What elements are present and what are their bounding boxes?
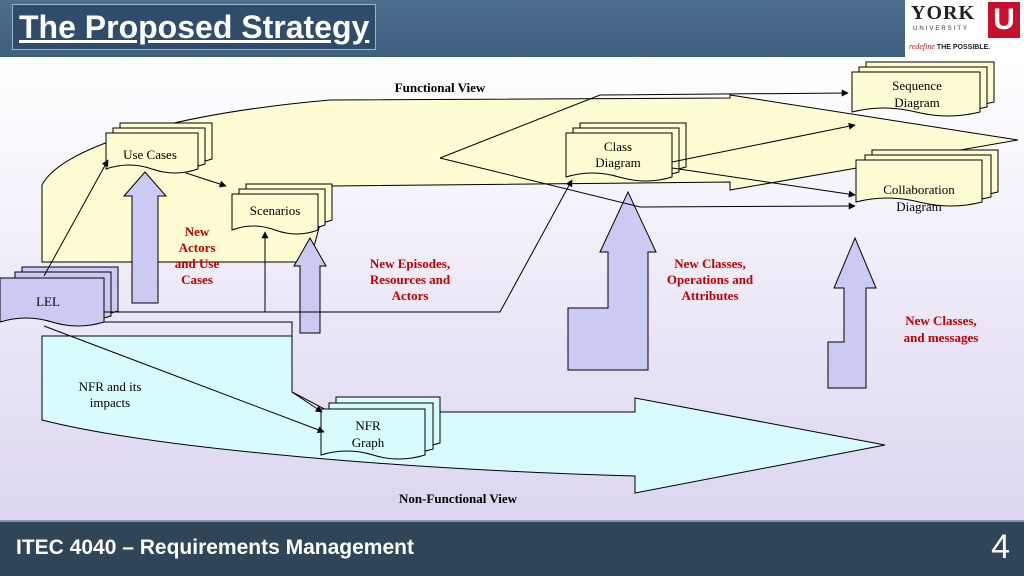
doc-lel: LEL [0,266,119,327]
annotation-new-actors: New Actors and Use Cases [175,224,220,287]
connector-usecases-collaboration [439,157,856,210]
connector-use-cases-scenarios [185,172,227,188]
connector-usecases-sequence [439,89,849,159]
non-functional-view-label: Non-Functional View [399,491,518,506]
logo-tagline: redefine THE POSSIBLE. [909,42,990,51]
connectors [43,89,856,434]
annotation-nfr-impacts-1: NFR and its [79,379,142,394]
logo-university-text: UNIVERSITY [913,26,970,32]
annotation-new-actors-4: Cases [181,272,213,287]
collaboration-diagram-label-2: Diagram [896,199,941,214]
block-arrow-class-diagram [567,190,657,371]
doc-collaboration-diagram: Collaboration Diagram [855,149,999,214]
class-diagram-label-1: Class [604,139,632,154]
annotation-new-classes-msgs: New Classes, and messages [904,313,979,345]
block-arrow-collaboration [827,236,877,389]
class-diagram-label-2: Diagram [595,155,640,170]
annotation-new-classes-msgs-1: New Classes, [905,313,977,328]
doc-class-diagram: Class Diagram [565,122,687,182]
annotation-new-episodes-3: Actors [392,288,429,303]
annotation-new-classes-ops-1: New Classes, [674,256,746,271]
annotation-new-actors-2: Actors [179,240,216,255]
nfr-graph-label-2: Graph [352,435,385,450]
annotation-new-classes-msgs-2: and messages [904,330,979,345]
annotation-new-episodes-1: New Episodes, [370,256,450,271]
logo-tagline-bold: THE POSSIBLE. [936,44,991,51]
scenarios-label: Scenarios [250,203,301,218]
functional-view-label: Functional View [395,80,486,95]
lel-label: LEL [36,294,60,309]
connector-lel-nfr-graph [104,321,323,413]
annotation-new-actors-3: and Use [175,256,220,271]
connector-class-sequence [671,122,856,163]
annotation-new-classes-ops: New Classes, Operations and Attributes [667,256,754,303]
connector-lel-nfr-graph-diag [43,325,325,434]
nfr-graph-label-1: NFR [355,418,381,433]
logo-york-text: YORK [911,2,975,24]
annotation-new-classes-ops-3: Attributes [681,288,738,303]
sequence-diagram-label-1: Sequence [892,78,942,93]
annotation-new-classes-ops-2: Operations and [667,272,754,287]
doc-scenarios: Scenarios [231,183,333,235]
annotation-new-actors-1: New [185,224,210,239]
logo-u-mark: U [988,2,1020,38]
annotation-new-episodes: New Episodes, Resources and Actors [370,256,451,303]
non-functional-view-arrow [41,335,886,494]
logo-tagline-italic: redefine [909,42,935,51]
strategy-diagram: Functional View Non-Functional View Use … [0,57,1024,520]
course-footer: ITEC 4040 – Requirements Management [16,536,414,559]
page-number: 4 [991,528,1010,566]
york-university-logo: YORK UNIVERSITY redefine THE POSSIBLE. U [905,0,1024,57]
doc-use-cases: Use Cases [105,122,213,174]
use-cases-label: Use Cases [123,147,177,162]
annotation-nfr-impacts-2: impacts [90,395,130,410]
annotation-new-episodes-2: Resources and [370,272,451,287]
connector-lel-class-diagram [104,179,573,313]
title-bar: The Proposed Strategy YORK UNIVERSITY re… [0,0,1024,57]
collaboration-diagram-label-1: Collaboration [883,182,955,197]
connector-lel-use-cases [43,159,109,277]
annotation-nfr-impacts: NFR and its impacts [79,379,142,410]
doc-sequence-diagram: Sequence Diagram [851,61,995,117]
footer-bar: ITEC 4040 – Requirements Management 4 [0,520,1024,576]
block-arrow-scenarios [293,236,327,334]
sequence-diagram-label-2: Diagram [894,95,939,110]
doc-nfr-graph: NFR Graph [320,396,441,460]
block-arrow-use-cases [122,171,168,304]
slide-title: The Proposed Strategy [12,4,377,50]
connector-class-collaboration [671,167,856,198]
